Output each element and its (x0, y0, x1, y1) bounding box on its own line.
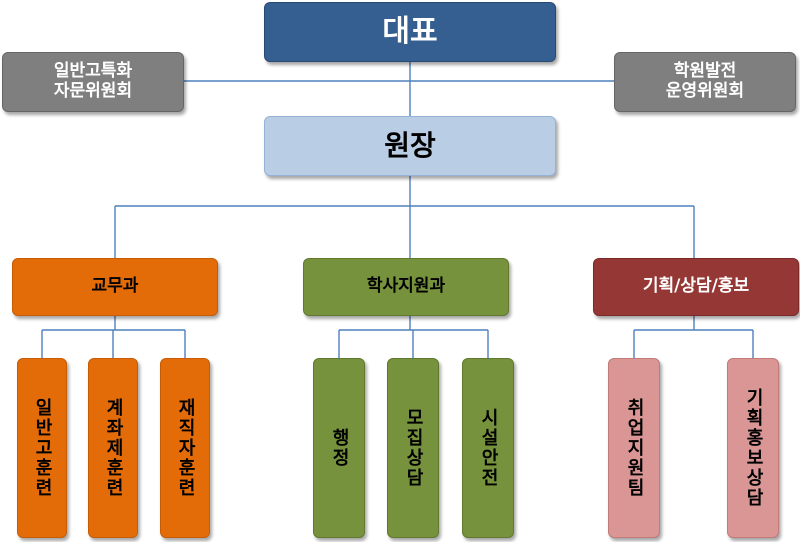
team-planning-pr-counseling: 기획홍보상담 (727, 358, 779, 538)
advisory-committee-left: 일반고특화 자문위원회 (2, 52, 184, 112)
team-general-high-school-training: 일반고훈련 (17, 358, 67, 538)
dept-education-label: 교무과 (91, 276, 139, 297)
dept-education-box: 교무과 (12, 258, 218, 316)
team-label: 계좌제훈련 (103, 398, 124, 498)
advisory-left-label: 일반고특화 자문위원회 (53, 61, 133, 101)
team-employment-support: 취업지원팀 (608, 358, 660, 538)
team-label: 일반고훈련 (32, 398, 53, 498)
director-box: 원장 (264, 116, 556, 176)
team-administration: 행정 (313, 358, 365, 538)
team-recruitment-counseling: 모집상담 (387, 358, 439, 538)
team-label: 기획홍보상담 (743, 388, 764, 508)
ceo-box: 대표 (264, 2, 556, 62)
team-account-training: 계좌제훈련 (88, 358, 138, 538)
team-label: 모집상담 (403, 408, 424, 488)
advisory-committee-right: 학원발전 운영위원회 (614, 52, 796, 112)
team-employee-training: 재직자훈련 (160, 358, 210, 538)
team-label: 행정 (329, 428, 350, 468)
dept-support-label: 학사지원과 (366, 276, 446, 297)
dept-planning-box: 기획/상담/홍보 (593, 258, 799, 316)
team-label: 취업지원팀 (624, 398, 645, 498)
advisory-right-label: 학원발전 운영위원회 (665, 61, 745, 101)
ceo-label: 대표 (382, 13, 438, 49)
team-facility-safety: 시설안전 (462, 358, 514, 538)
dept-support-box: 학사지원과 (303, 258, 509, 316)
dept-planning-label: 기획/상담/홍보 (642, 276, 750, 297)
team-label: 재직자훈련 (175, 398, 196, 498)
director-label: 원장 (384, 128, 436, 162)
team-label: 시설안전 (478, 408, 499, 488)
